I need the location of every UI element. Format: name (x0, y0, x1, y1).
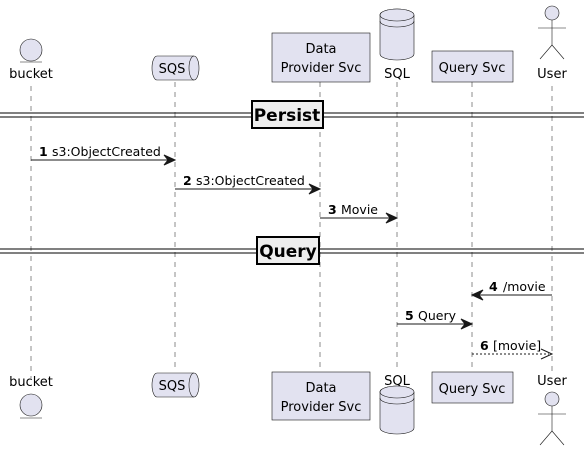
arrow-head (385, 212, 399, 224)
participant-user-bottom: User (537, 374, 567, 446)
message-5: 5 Query (397, 308, 474, 330)
participant-label: User (537, 67, 567, 82)
participant-box (431, 371, 514, 404)
message-1: 1 s3:ObjectCreated (31, 144, 177, 166)
participant-label: bucket (9, 375, 53, 390)
participant-user-top: User (537, 5, 567, 82)
message-text: s3:ObjectCreated (52, 144, 161, 159)
participant-label-line1: Data (305, 42, 336, 57)
participant-label-line2: Provider Svc (281, 61, 362, 76)
divider-persist: Persist (0, 100, 584, 129)
participant-bucket-bottom: bucket (9, 375, 53, 419)
participant-sql-bottom: SQL (379, 374, 415, 435)
arrow-head (540, 348, 554, 360)
arrow-head (163, 154, 177, 166)
message-3: 3 Movie (320, 202, 399, 224)
participant-data-provider-svc-top: Data Provider Svc (271, 32, 371, 83)
message-text: [movie] (493, 338, 541, 353)
participant-box (271, 371, 371, 421)
participant-label: SQL (384, 67, 410, 82)
participant-label: bucket (9, 67, 53, 82)
participant-label: Query Svc (439, 61, 506, 76)
message-2: 2 s3:ObjectCreated (175, 173, 322, 195)
divider-box (256, 236, 320, 265)
participant-data-provider-svc-bottom: Data Provider Svc (271, 371, 371, 421)
entity-icon (19, 38, 43, 62)
participant-bucket-top: bucket (9, 38, 53, 82)
message-4: 4 /movie (470, 279, 552, 301)
message-number: 2 (183, 173, 192, 188)
participant-box (271, 32, 371, 83)
message-text: Query (418, 308, 457, 323)
participant-sqs-bottom: SQS (151, 372, 200, 398)
divider-box (251, 100, 324, 129)
participant-sqs-top: SQS (151, 55, 200, 81)
message-number: 3 (328, 202, 337, 217)
participant-query-svc-bottom: Query Svc (431, 371, 514, 404)
participant-box (431, 50, 514, 83)
participant-sql-top: SQL (379, 8, 415, 82)
participant-label: SQS (159, 379, 186, 394)
message-number: 6 (480, 338, 489, 353)
message-number: 5 (405, 308, 414, 323)
actor-icon (538, 5, 566, 60)
divider-label: Persist (254, 106, 321, 126)
arrow-head (308, 183, 322, 195)
arrow-head (460, 318, 474, 330)
participant-label: SQS (159, 62, 186, 77)
message-6: 6 [movie] (472, 338, 554, 360)
divider-query: Query (0, 236, 584, 265)
participant-label: SQL (384, 374, 410, 389)
arrow-head (470, 289, 484, 301)
participant-label: Query Svc (439, 382, 506, 397)
participant-query-svc-top: Query Svc (431, 50, 514, 83)
message-text: s3:ObjectCreated (196, 173, 305, 188)
actor-icon (538, 391, 566, 446)
participant-label-line2: Provider Svc (281, 400, 362, 415)
participant-label: User (537, 374, 567, 389)
message-text: Movie (341, 202, 378, 217)
divider-label: Query (259, 242, 317, 262)
message-text: /movie (503, 279, 546, 294)
entity-icon (19, 393, 43, 417)
message-number: 1 (39, 144, 48, 159)
message-number: 4 (489, 279, 498, 294)
participant-label-line1: Data (305, 381, 336, 396)
